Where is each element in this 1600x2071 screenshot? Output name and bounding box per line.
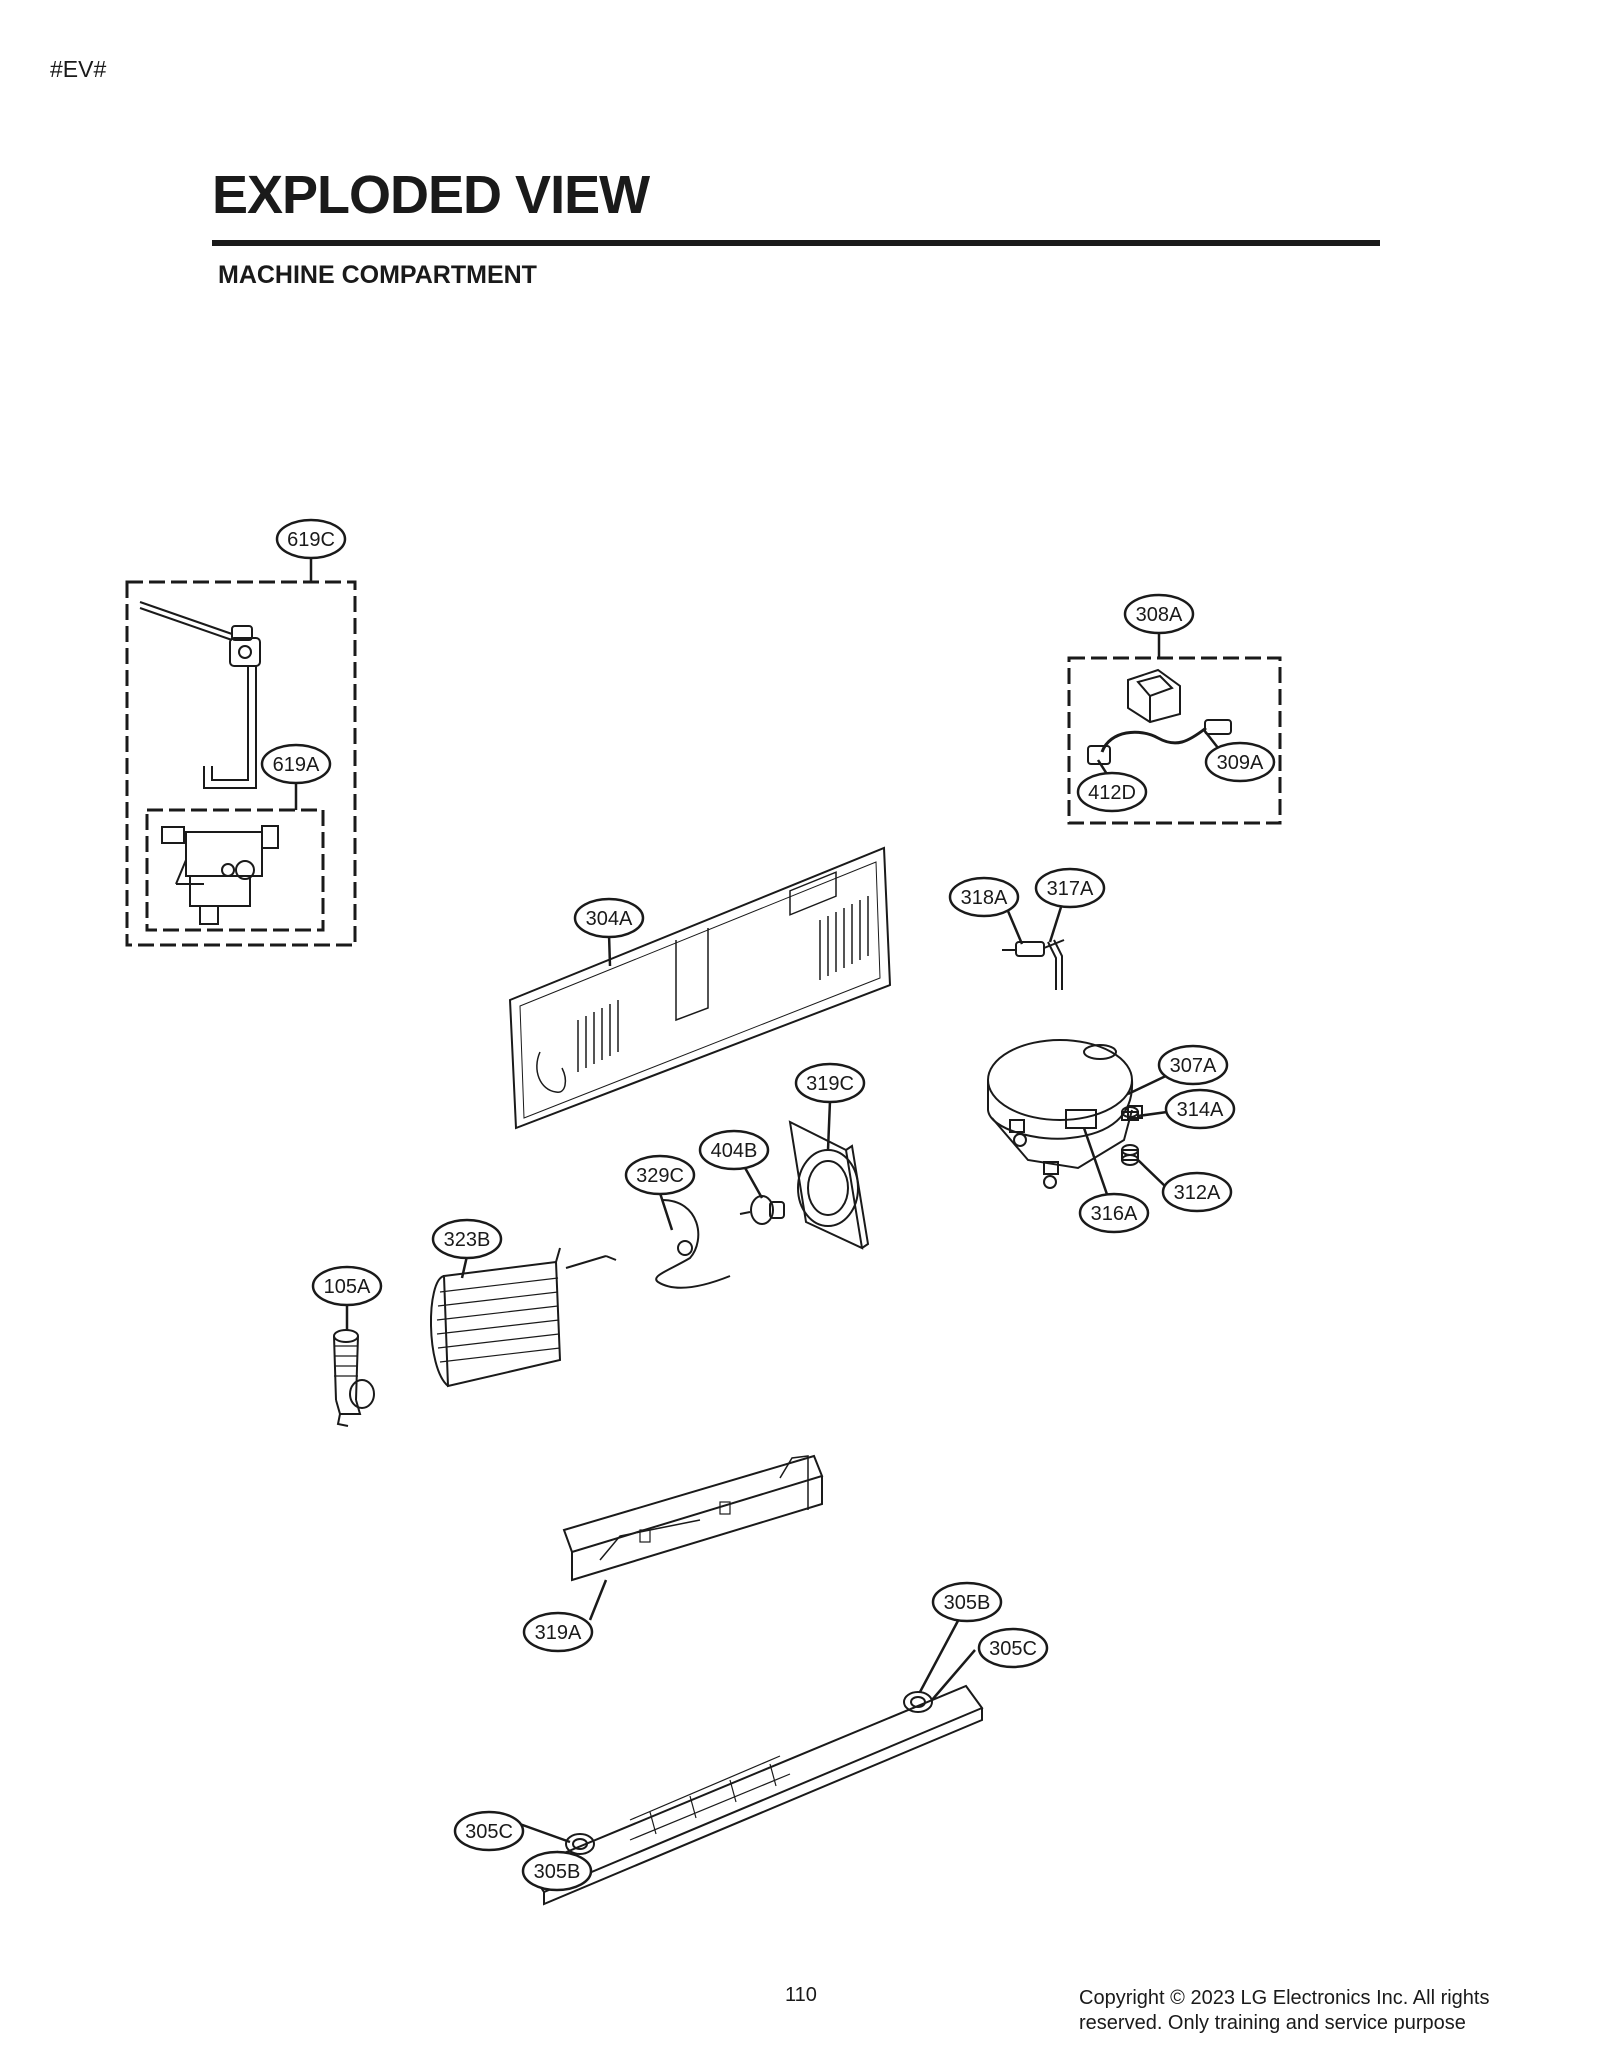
part-329C-fan-blade: [655, 1199, 731, 1289]
callout-label: 323B: [444, 1229, 491, 1251]
part-312A-grommet: [1121, 1144, 1139, 1166]
section-subtitle: MACHINE COMPARTMENT: [218, 261, 537, 289]
callout-label: 312A: [1174, 1182, 1221, 1204]
callout-label: 317A: [1047, 878, 1094, 900]
callout-label: 309A: [1217, 752, 1264, 774]
part-619C-water-tube: [139, 601, 261, 789]
callout-label: 619A: [273, 754, 320, 776]
callout-label: 329C: [636, 1165, 684, 1187]
callout-305B-bottom: 305B: [521, 1850, 593, 1892]
callout-label: 305B: [944, 1592, 991, 1614]
group-box-619C: [125, 580, 357, 947]
callout-318A: 318A: [948, 876, 1020, 918]
callout-307A: 307A: [1157, 1044, 1229, 1086]
callout-label: 316A: [1091, 1203, 1138, 1225]
page-number: 110: [785, 1984, 817, 2006]
callout-305C-top: 305C: [977, 1627, 1049, 1669]
callout-label: 319C: [806, 1073, 854, 1095]
callout-317A: 317A: [1034, 867, 1106, 909]
callout-label: 307A: [1170, 1055, 1217, 1077]
callout-619A: 619A: [260, 743, 332, 785]
part-317A-318A-fitting: [1002, 939, 1065, 990]
callout-105A: 105A: [311, 1265, 383, 1307]
part-404B-fan-motor: [739, 1195, 785, 1225]
callout-label: 319A: [535, 1622, 582, 1644]
callout-308A: 308A: [1123, 593, 1195, 635]
callout-319C: 319C: [794, 1062, 866, 1104]
part-307A-compressor: [987, 1039, 1143, 1189]
group-box-619A: [145, 808, 325, 932]
callout-label: 305C: [465, 1821, 513, 1843]
callout-312A: 312A: [1161, 1171, 1233, 1213]
callout-305C-bottom: 305C: [453, 1810, 525, 1852]
callout-label: 305C: [989, 1638, 1037, 1660]
part-309A-412D-harness: [1087, 719, 1232, 765]
part-619A-valve: [161, 825, 279, 925]
callout-label: 404B: [711, 1140, 758, 1162]
callout-304A: 304A: [573, 897, 645, 939]
callout-label: 619C: [287, 529, 335, 551]
part-105A-drain-hose: [333, 1329, 375, 1427]
callout-label: 308A: [1136, 604, 1183, 626]
callout-619C: 619C: [275, 518, 347, 560]
part-308A-cover: [1127, 668, 1181, 724]
copyright-line-1: Copyright © 2023 LG Electronics Inc. All…: [1079, 1987, 1490, 2009]
leader-lines: [294, 559, 1223, 1858]
copyright-notice: Copyright © 2023 LG Electronics Inc. All…: [1079, 1986, 1489, 2036]
callout-316A: 316A: [1078, 1192, 1150, 1234]
copyright-line-2: reserved. Only training and service purp…: [1079, 2012, 1466, 2034]
callout-314A: 314A: [1164, 1088, 1236, 1130]
page-title: EXPLODED VIEW: [212, 165, 650, 225]
callout-323B: 323B: [431, 1218, 503, 1260]
part-323B-condenser: [430, 1247, 617, 1388]
callout-label: 412D: [1088, 782, 1136, 804]
callout-309A: 309A: [1204, 741, 1276, 783]
part-bottom-tray: [526, 1684, 984, 1906]
callout-329C: 329C: [624, 1154, 696, 1196]
callout-412D: 412D: [1076, 771, 1148, 813]
part-304A-cover-panel: [508, 846, 892, 1130]
title-rule: [212, 240, 1380, 246]
callout-319A: 319A: [522, 1611, 594, 1653]
group-box-308A: [1067, 656, 1282, 825]
callout-305B-top: 305B: [931, 1581, 1003, 1623]
document-tag: #EV#: [50, 56, 107, 82]
callout-label: 305B: [534, 1861, 581, 1883]
part-316A-label: [1065, 1109, 1097, 1129]
callout-label: 105A: [324, 1276, 371, 1298]
part-319A-base: [562, 1454, 824, 1582]
callout-label: 304A: [586, 908, 633, 930]
callout-label: 318A: [961, 887, 1008, 909]
callout-label: 314A: [1177, 1099, 1224, 1121]
callout-404B: 404B: [698, 1129, 770, 1171]
